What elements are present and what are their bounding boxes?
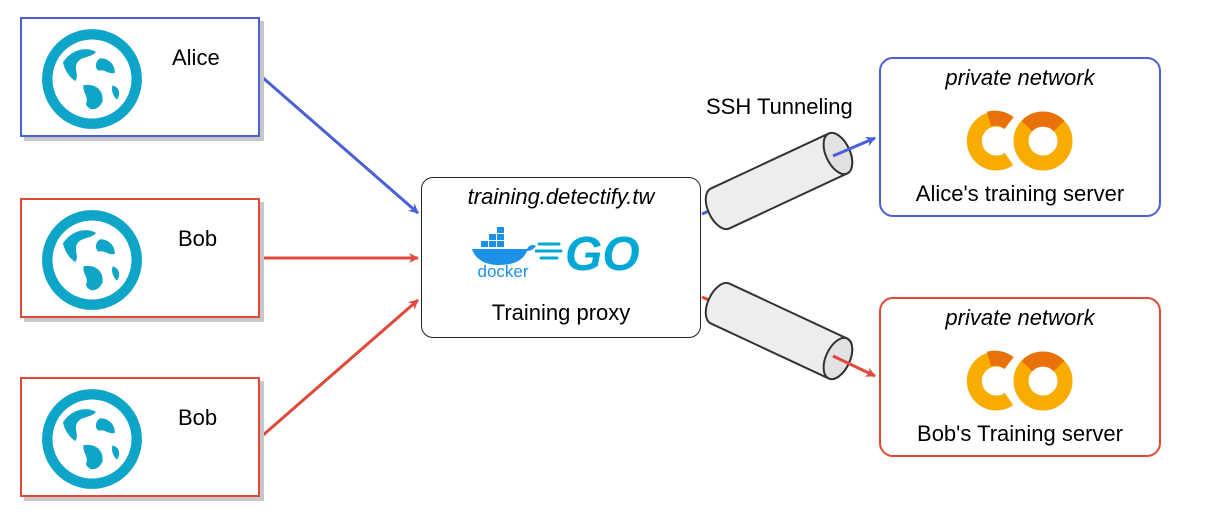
client-name: Bob	[178, 226, 218, 251]
ssh-tunnel-alice	[701, 131, 876, 230]
proxy-host: training.detectify.tw	[467, 184, 655, 209]
network-label: private network	[945, 65, 1095, 90]
client-name: Bob	[178, 405, 218, 430]
ssh-tunneling-label: SSH Tunneling	[706, 94, 853, 119]
docker-icon: docker	[472, 227, 536, 279]
ssh-tunnel-bob	[701, 282, 876, 381]
training-proxy-node: training.detectify.tw docker GO Training…	[421, 177, 701, 338]
colab-icon	[966, 110, 1073, 171]
server-name: Alice's training server	[915, 181, 1125, 206]
docker-wordmark: docker	[477, 262, 528, 279]
globe-icon	[42, 389, 142, 489]
bob-training-server: private network Bob's Training server	[879, 297, 1161, 457]
client-bob-2: Bob	[20, 377, 260, 497]
go-icon: GO	[535, 228, 640, 274]
go-wordmark: GO	[565, 228, 640, 274]
proxy-label: Training proxy	[491, 300, 631, 325]
network-label: private network	[945, 305, 1095, 330]
client-bob-1: Bob	[20, 198, 260, 318]
edge-bob2-to-proxy	[261, 298, 419, 438]
colab-icon	[966, 350, 1073, 411]
globe-icon	[42, 29, 142, 129]
globe-icon	[42, 210, 142, 310]
server-name: Bob's Training server	[917, 421, 1123, 446]
edge-alice-to-proxy	[261, 75, 419, 215]
alice-training-server: private network Alice's training server	[879, 57, 1161, 217]
client-alice: Alice	[20, 17, 260, 137]
client-name: Alice	[172, 45, 220, 70]
